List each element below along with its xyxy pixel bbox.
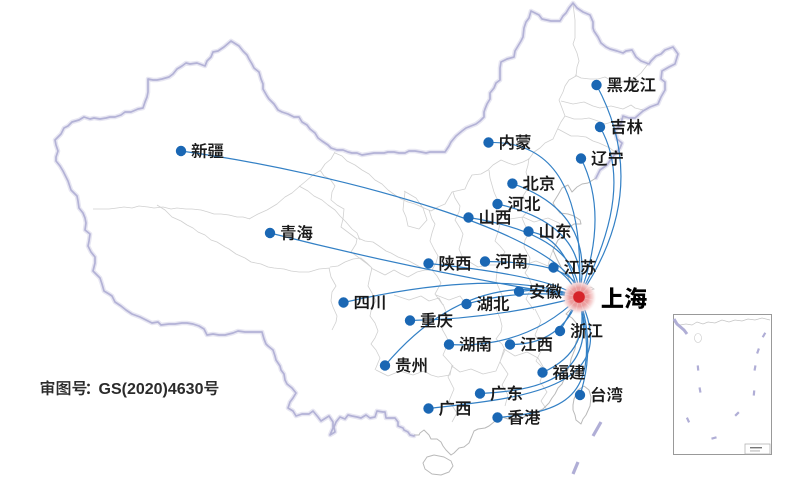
svg-text:GS(2020)4630: GS(2020)4630 <box>99 381 204 398</box>
